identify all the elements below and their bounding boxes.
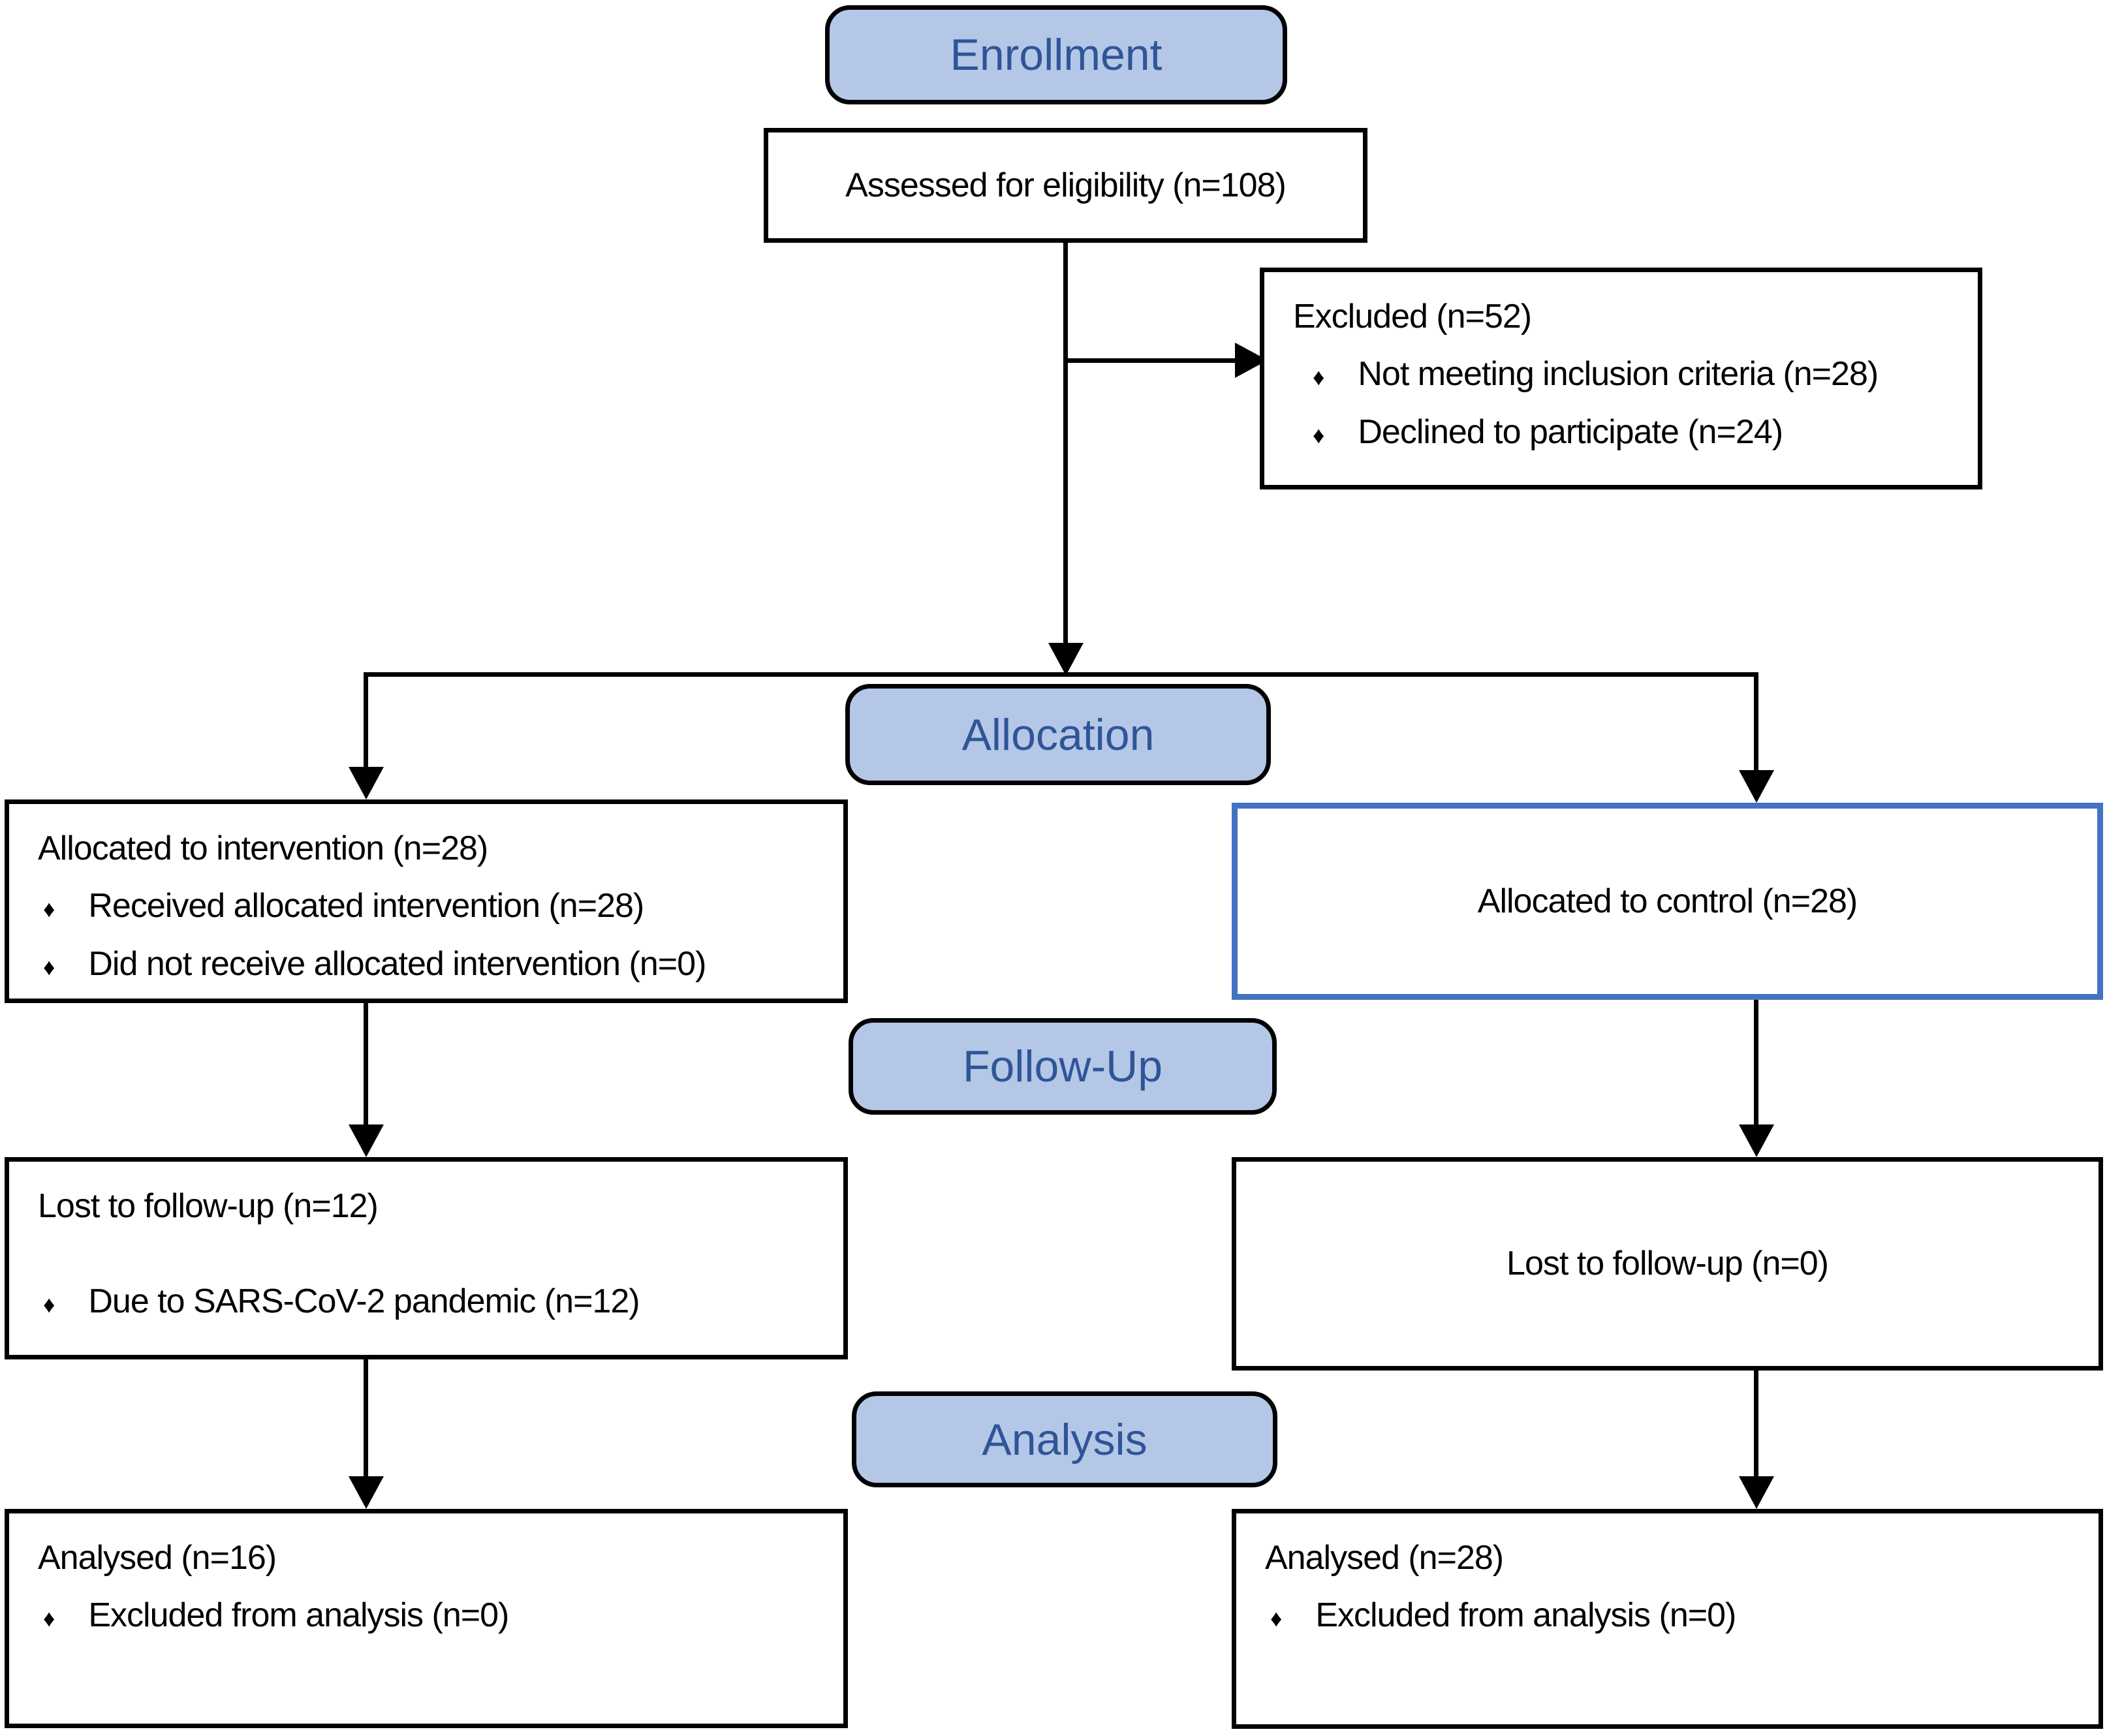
analysed-intervention-item: ♦ Excluded from analysis (n=0)	[38, 1587, 815, 1644]
arrow-down-icon	[1739, 1476, 1774, 1509]
excluded-item: ♦ Declined to participate (n=24)	[1293, 403, 1949, 461]
lost-intervention-item: ♦ Due to SARS-CoV-2 pandemic (n=12)	[38, 1273, 815, 1330]
lost-control-label: Lost to follow-up (n=0)	[1506, 1245, 1829, 1283]
arrow-down-icon	[349, 1476, 384, 1509]
connector-branch-to-control-line	[1754, 672, 1758, 771]
analysed-control-item-label: Excluded from analysis (n=0)	[1315, 1596, 1736, 1635]
enrollment-header: Enrollment	[825, 5, 1287, 104]
analysed-control-title: Analysed (n=28)	[1265, 1539, 1504, 1577]
connector-branch-to-intervention-line	[364, 672, 368, 769]
allocated-intervention-item: ♦ Did not receive allocated intervention…	[38, 935, 815, 993]
assessed-box: Assessed for eligibility (n=108)	[764, 128, 1367, 243]
lost-control-box: Lost to follow-up (n=0)	[1232, 1157, 2103, 1371]
analysed-control-item: ♦ Excluded from analysis (n=0)	[1265, 1587, 2070, 1644]
diamond-bullet-icon: ♦	[43, 895, 55, 923]
connector-intervention-to-lost-line	[364, 1002, 368, 1127]
connector-lost-to-analysed-intervention-line	[364, 1359, 368, 1479]
allocated-intervention-item: ♦ Received allocated intervention (n=28)	[38, 877, 815, 935]
arrow-down-icon	[1048, 643, 1084, 675]
allocation-header: Allocation	[845, 684, 1271, 785]
lost-intervention-item-label: Due to SARS-CoV-2 pandemic (n=12)	[88, 1282, 640, 1321]
allocated-intervention-title: Allocated to intervention (n=28)	[38, 829, 488, 867]
analysis-header-label: Analysis	[982, 1414, 1147, 1465]
allocated-intervention-item-label: Did not receive allocated intervention (…	[88, 944, 706, 983]
followup-header-label: Follow-Up	[962, 1042, 1163, 1091]
allocation-header-label: Allocation	[961, 709, 1155, 760]
analysed-intervention-box: Analysed (n=16) ♦ Excluded from analysis…	[5, 1509, 848, 1728]
diamond-bullet-icon: ♦	[43, 1605, 55, 1632]
allocation-branch-line	[364, 672, 1758, 677]
excluded-item-label: Declined to participate (n=24)	[1358, 412, 1783, 451]
arrow-down-icon	[1739, 770, 1774, 803]
arrow-down-icon	[349, 1124, 384, 1157]
allocated-control-box: Allocated to control (n=28)	[1232, 803, 2103, 1000]
allocated-intervention-box: Allocated to intervention (n=28) ♦ Recei…	[5, 799, 848, 1003]
diamond-bullet-icon: ♦	[1313, 421, 1324, 448]
analysis-header: Analysis	[852, 1391, 1277, 1487]
diamond-bullet-icon: ♦	[43, 953, 55, 980]
diamond-bullet-icon: ♦	[43, 1291, 55, 1318]
allocated-intervention-item-label: Received allocated intervention (n=28)	[88, 887, 644, 925]
followup-header: Follow-Up	[849, 1018, 1277, 1115]
lost-intervention-title: Lost to follow-up (n=12)	[38, 1187, 379, 1225]
excluded-item: ♦ Not meeting inclusion criteria (n=28)	[1293, 345, 1949, 403]
connector-control-to-lost-line	[1754, 999, 1758, 1127]
connector-assessed-to-allocation-line	[1063, 241, 1068, 646]
excluded-box-title: Excluded (n=52)	[1293, 298, 1532, 335]
connector-lost-to-analysed-control-line	[1754, 1371, 1758, 1479]
connector-to-excluded-line	[1063, 358, 1240, 363]
arrow-down-icon	[349, 767, 384, 799]
excluded-item-label: Not meeting inclusion criteria (n=28)	[1358, 355, 1879, 394]
analysed-intervention-title: Analysed (n=16)	[38, 1539, 277, 1577]
analysed-intervention-item-label: Excluded from analysis (n=0)	[88, 1596, 509, 1635]
assessed-box-label: Assessed for eligibility (n=108)	[845, 166, 1287, 204]
allocated-control-label: Allocated to control (n=28)	[1477, 882, 1858, 920]
analysed-control-box: Analysed (n=28) ♦ Excluded from analysis…	[1232, 1509, 2103, 1729]
lost-intervention-box: Lost to follow-up (n=12) ♦ Due to SARS-C…	[5, 1157, 848, 1359]
diamond-bullet-icon: ♦	[1313, 364, 1324, 391]
excluded-box: Excluded (n=52) ♦ Not meeting inclusion …	[1260, 268, 1982, 489]
arrow-down-icon	[1739, 1124, 1774, 1157]
enrollment-header-label: Enrollment	[950, 30, 1163, 80]
diamond-bullet-icon: ♦	[1270, 1605, 1282, 1632]
